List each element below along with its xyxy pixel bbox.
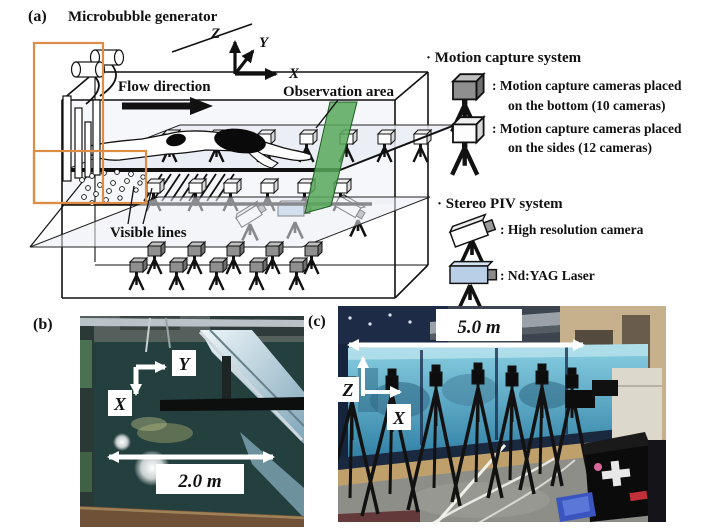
legend-item-bottom-cameras-line1: : Motion capture cameras placed xyxy=(492,78,682,93)
photo-b-black-beam xyxy=(160,397,304,411)
photo-c-dimension-label: 5.0 m xyxy=(457,317,500,338)
white-camera-icon xyxy=(452,117,484,175)
bottom-motion-capture-cameras xyxy=(130,242,323,290)
panel-a-title: Microbubble generator xyxy=(68,9,218,25)
legend: · Motion capture system : Motion capture… xyxy=(426,50,682,310)
generator-leader-line xyxy=(171,23,253,53)
legend-item-nd-yag-laser: : Nd:YAG Laser xyxy=(500,268,595,283)
nd-yag-laser-icon xyxy=(449,260,498,285)
legend-stereo-piv-heading: · Stereo PIV system xyxy=(437,196,563,212)
panel-b-label: (b) xyxy=(33,316,53,333)
photo-b-axis-y-label: Y xyxy=(179,354,192,374)
coordinate-axes: Z Y X xyxy=(210,26,300,82)
swimmer-silhouette xyxy=(85,128,312,169)
mid-plane-side-edge xyxy=(339,124,456,171)
laser-sheet-observation-plane xyxy=(304,101,358,214)
photo-c-axis-z-label: Z xyxy=(342,380,354,400)
axis-y-label: Y xyxy=(259,35,270,51)
legend-item-high-res-camera: : High resolution camera xyxy=(500,222,644,237)
microbubble-generator-device xyxy=(62,49,125,182)
flow-direction-arrow xyxy=(122,97,213,115)
observation-leader-line xyxy=(315,99,339,129)
visible-lines-leader-2 xyxy=(142,187,153,225)
plane-perspective-edge xyxy=(29,169,93,248)
microbubbles xyxy=(79,169,146,206)
photo-c-equipment xyxy=(556,368,666,522)
swim-cap xyxy=(166,133,186,147)
photo-c-cabinet xyxy=(612,368,662,440)
visible-lines-label: Visible lines xyxy=(110,225,187,241)
legend-item-side-cameras-line1: : Motion capture cameras placed xyxy=(492,121,682,136)
panel-c-label: (c) xyxy=(308,313,326,330)
swimsuit xyxy=(214,128,266,154)
legend-item-bottom-cameras-line2: on the bottom (10 cameras) xyxy=(508,98,665,113)
photo-c-side-view: Z X 5.0 m xyxy=(338,306,666,522)
panel-a-label: (a) xyxy=(28,8,47,25)
visible-lines-leader-1 xyxy=(127,185,135,225)
photo-b-axis-x-label: X xyxy=(113,394,127,414)
photo-c-axis-x-label: X xyxy=(392,408,406,428)
flume-tank-outline xyxy=(61,71,429,299)
observation-area-label: Observation area xyxy=(283,84,394,100)
flow-direction-label: Flow direction xyxy=(118,79,211,95)
legend-motion-capture-heading: · Motion capture system xyxy=(426,50,582,66)
photo-c-dimension: 5.0 m xyxy=(347,309,585,351)
photo-b-top-view: Y X 2.0 m xyxy=(80,316,304,527)
photo-b-dimension-label: 2.0 m xyxy=(177,471,221,492)
generator-highlight-boxes xyxy=(32,41,148,205)
photo-b-dimension: 2.0 m xyxy=(107,451,275,494)
panel-a-schematic: Z Y X (a) Microbubble generator Flow dir… xyxy=(28,8,456,299)
photo-b-axes: Y X xyxy=(108,350,196,416)
axis-x-label: X xyxy=(288,66,300,82)
legend-item-side-cameras-line2: on the sides (12 cameras) xyxy=(508,140,652,155)
axis-z-label: Z xyxy=(210,26,220,42)
photo-c-axes: Z X xyxy=(338,356,411,430)
